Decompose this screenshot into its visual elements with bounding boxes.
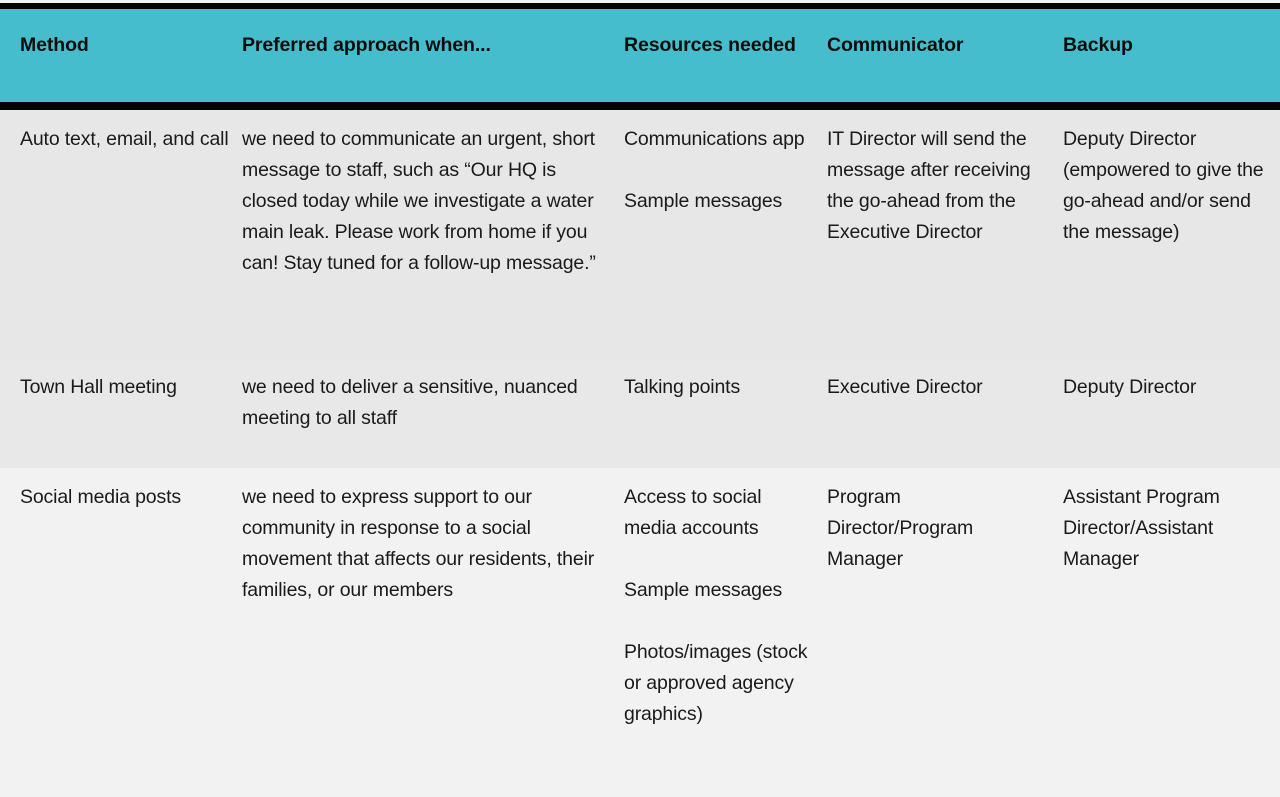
column-header-backup: Backup xyxy=(1063,34,1133,56)
table-header-bottom-border xyxy=(0,102,1280,110)
column-header-preferred-approach: Preferred approach when... xyxy=(242,34,491,56)
cell-method: Town Hall meeting xyxy=(20,376,177,398)
resource-item: Sample messages xyxy=(624,190,783,212)
table-row: Town Hall meeting we need to deliver a s… xyxy=(0,358,1280,468)
cell-preferred-approach: we need to communicate an urgent, short … xyxy=(242,128,596,274)
resource-item: Sample messages xyxy=(624,579,783,601)
cell-preferred-approach: we need to express support to our commun… xyxy=(242,486,595,601)
cell-backup: Assistant Program Director/Assistant Man… xyxy=(1063,486,1220,570)
table-row: Auto text, email, and call we need to co… xyxy=(0,110,1280,358)
cell-communicator: Program Director/Program Manager xyxy=(827,486,974,570)
cell-communicator: IT Director will send the message after … xyxy=(827,128,1031,243)
cell-communicator: Executive Director xyxy=(827,376,983,398)
column-header-resources-needed: Resources needed xyxy=(624,34,796,56)
cell-method: Social media posts xyxy=(20,486,181,508)
cell-backup: Deputy Director (empowered to give the g… xyxy=(1063,128,1264,243)
table-bottom-spacer xyxy=(0,785,1280,797)
column-header-communicator: Communicator xyxy=(827,34,964,56)
resource-item: Communications app xyxy=(624,128,805,150)
column-header-method: Method xyxy=(20,34,89,56)
table-header-band xyxy=(0,9,1280,102)
table-header-row: Method Preferred approach when... Resour… xyxy=(0,9,1280,102)
table-top-border xyxy=(0,3,1280,9)
cell-resources-needed: Talking points xyxy=(624,372,816,403)
resource-item: Photos/images (stock or approved agency … xyxy=(624,641,808,725)
cell-preferred-approach: we need to deliver a sensitive, nuanced … xyxy=(242,376,578,429)
resource-item: Talking points xyxy=(624,376,741,398)
cell-method: Auto text, email, and call xyxy=(20,128,229,150)
resource-item: Access to social media accounts xyxy=(624,486,762,539)
table-row: Social media posts we need to express su… xyxy=(0,468,1280,797)
cell-backup: Deputy Director xyxy=(1063,376,1197,398)
